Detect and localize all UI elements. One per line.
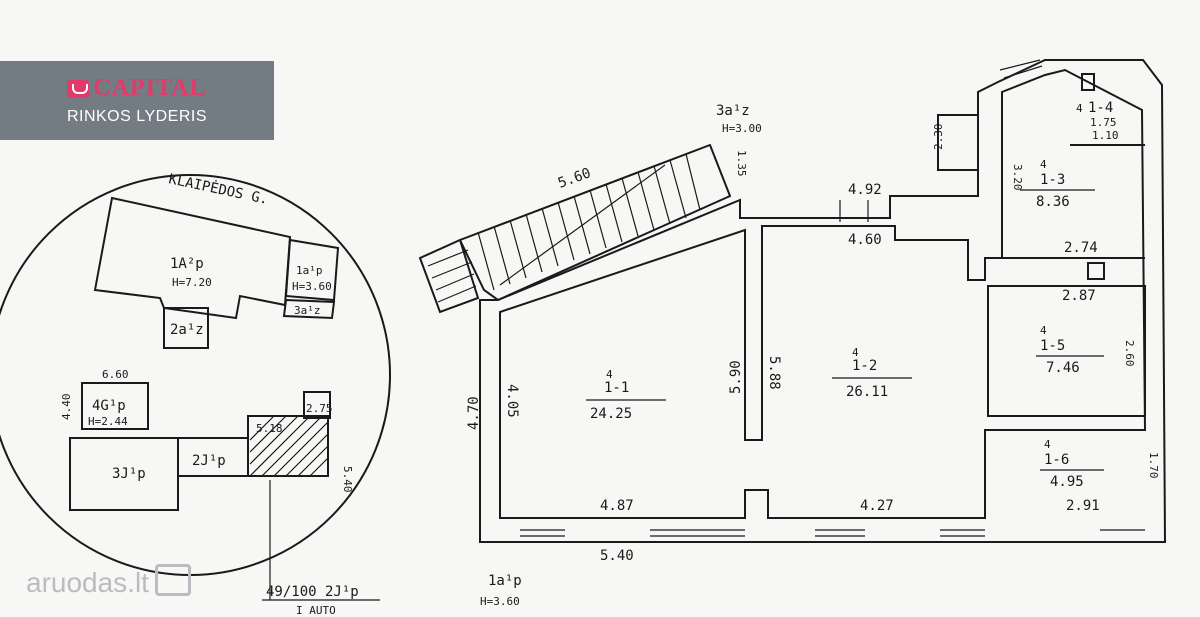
room-1-5: 4 1-5 7.46 [1036,324,1104,376]
dim-bottom-outer: 5.40 [600,548,634,564]
stair-outer-treads [427,249,477,303]
dim-275: 2.75 [306,402,333,415]
room-id: 1-5 [1040,338,1065,354]
room-area: 1.75 [1090,116,1117,129]
stair-label: 3a¹z [716,103,750,119]
dim-r5-inner: 2.87 [1062,288,1096,304]
dim-right-top: 2.30 [932,124,945,151]
room-1-2: 4 1-2 26.11 [832,346,912,400]
room-code: 4 [852,346,859,359]
dim-r5-top: 2.74 [1064,240,1098,256]
brand-logo-text: CAPITAL [93,75,207,101]
garage-width: 6.60 [102,368,129,381]
room-1-3: 4 1-3 8.36 [1020,158,1095,210]
dim-r6-side: 1.70 [1147,452,1160,479]
site-plan-circle [0,174,391,576]
room-extra: 1.10 [1092,129,1119,142]
main-building-height: H=7.20 [172,276,212,289]
room-area: 8.36 [1036,194,1070,210]
dim-bottom-right: 2.91 [1066,498,1100,514]
shed-label: 2a¹z [170,322,204,338]
street-label: KLAIPĖDOS G. [167,169,270,208]
partition-r5 [987,285,1146,417]
stair-treads [477,153,701,291]
annex-label: 1a¹p [296,264,323,277]
garage-label: 4G¹p [92,398,126,414]
outer-wall [479,59,1167,543]
room-id: 1-3 [1040,172,1065,188]
room-1-6: 4 1-6 4.95 [1040,438,1104,490]
dim-mid-right: 5.88 [766,356,782,390]
watermark-house-icon [154,564,191,596]
block-a-label: 3J¹p [112,466,146,482]
bottom-note: I AUTO [296,604,336,617]
brand-tagline: RINKOS LYDERIS [66,108,208,125]
dim-mid-left: 5.90 [728,360,744,394]
inner-wall [499,68,1147,519]
room-id: 1-2 [852,358,877,374]
dim-top-mid: 4.92 [848,182,882,198]
column [937,114,979,171]
stair-height: H=3.00 [722,122,762,135]
floor-plan: 5.60 1.35 3a¹z H=3.00 4 1-1 24.25 [418,59,1167,608]
room-1-4: 4 1-4 1.75 1.10 [1076,100,1119,142]
site-plan: KLAIPĖDOS G. 1A²p H=7.20 1a¹p H=3.60 3a¹… [0,169,391,617]
block-b-label: 2J¹p [192,453,226,469]
annex-building [284,238,340,302]
room-code: 4 [1040,158,1047,171]
garage [81,382,149,430]
share-note: 49/100 2J¹p [266,584,359,600]
garage-height: H=2.44 [88,415,128,428]
room-id: 1-1 [604,380,629,396]
room-id: 1-6 [1044,452,1069,468]
room-code: 4 [606,368,613,381]
upper-block [303,391,331,419]
annex-height-bottom: H=3.60 [480,595,520,608]
small-annex [282,298,336,320]
dim-r3-side: 3.20 [1011,164,1024,191]
room-code: 4 [1076,102,1083,115]
shed [163,307,209,349]
dim-stair-len: 5.60 [556,165,593,192]
annex-height: H=3.60 [292,280,332,293]
room-1-1: 4 1-1 24.25 [586,368,666,422]
small-annex-label: 3a¹z [294,304,321,317]
room-area: 4.95 [1050,474,1084,490]
room-area: 26.11 [846,384,888,400]
main-building-label: 1A²p [170,256,204,272]
site-watermark: aruodas.lt [26,560,191,599]
dim-bottom-left: 4.87 [600,498,634,514]
stair [458,143,732,302]
room-code: 4 [1040,324,1047,337]
annex-label-bottom: 1a¹p [488,573,522,589]
dim-stair-small: 1.35 [735,150,748,177]
room-area: 24.25 [590,406,632,422]
room-area: 7.46 [1046,360,1080,376]
brand-logo-icon [67,79,90,98]
dim-inner-mid: 4.60 [848,232,882,248]
dim-bottom-mid: 4.27 [860,498,894,514]
room-code: 4 [1044,438,1051,451]
stove [1087,262,1105,280]
wc-fixture [1081,73,1095,91]
dim-left-outer: 4.70 [466,396,482,430]
room-id: 1-4 [1088,100,1113,116]
brand-badge: CAPITAL RINKOS LYDERIS [0,61,274,140]
watermark-text: aruodas.lt [26,567,149,598]
stair-outer [418,238,480,314]
brand-logo: CAPITAL [67,75,206,102]
dim-540: 5.40 [341,466,354,493]
dim-518: 5.18 [256,422,283,435]
garage-depth: 4.40 [60,394,73,421]
dim-left-inner: 4.05 [504,384,520,418]
dim-r5-side: 2.60 [1123,340,1136,367]
hatching [249,415,329,477]
windows [520,59,1145,537]
